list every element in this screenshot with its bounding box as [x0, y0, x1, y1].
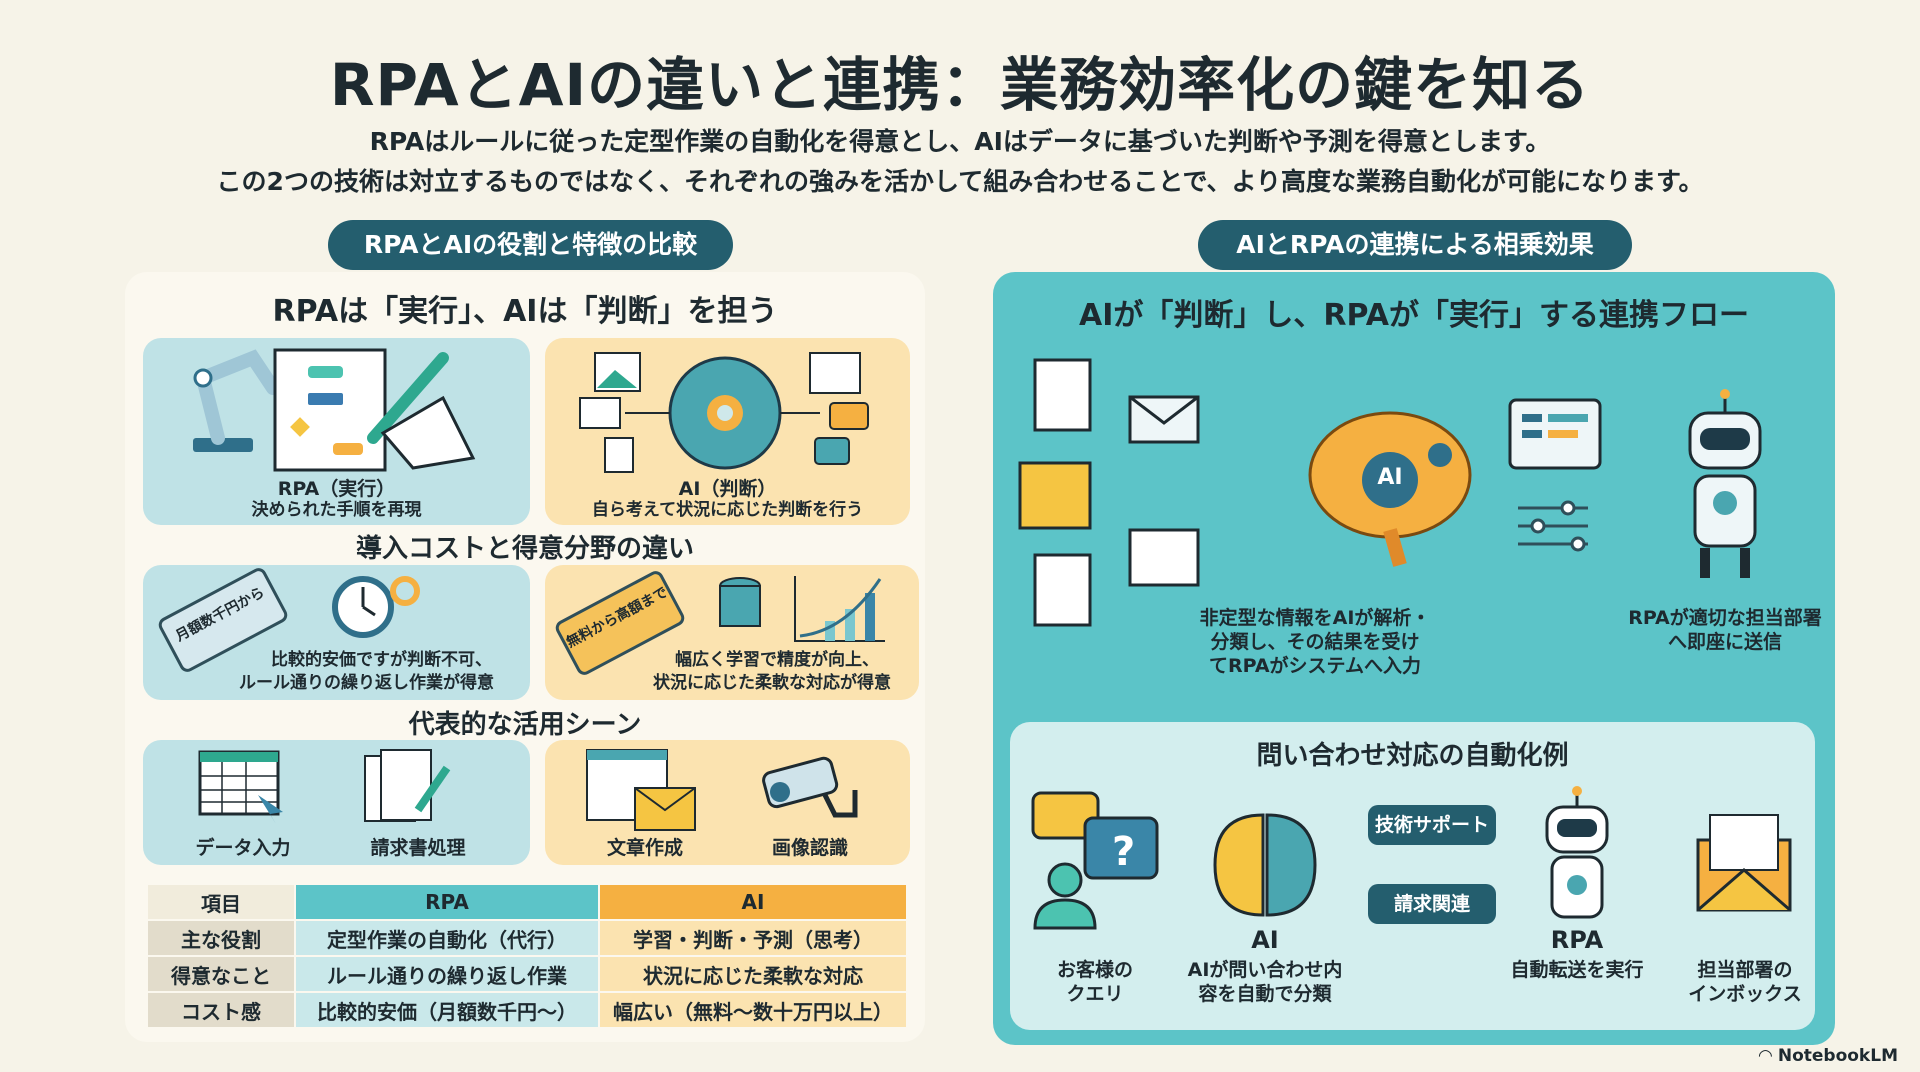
category-tag-tech-support: 技術サポート: [1368, 805, 1496, 845]
ai-scenes-card: 文章作成 画像認識: [545, 740, 910, 865]
inbox-envelope-icon: [1696, 814, 1792, 912]
ai-role-title: AI（判断）: [678, 478, 777, 500]
subtitle-line-2: この2つの技術は対立するものではなく、それぞれの強みを活かして組み合わせることで…: [216, 167, 1704, 196]
ai-role-card: AI（判断） 自ら考えて状況に応じた判断を行う: [545, 338, 910, 525]
page-title: RPAとAIの違いと連携：業務効率化の鍵を知る: [329, 51, 1591, 119]
brain-ai-label: AI: [1377, 465, 1403, 490]
table-cell: 学習・判断・予測（思考）: [600, 921, 906, 955]
split-brain-icon: [1213, 813, 1317, 917]
text-line: RPAが適切な担当部署: [1628, 607, 1822, 629]
table-header-ai: AI: [600, 885, 906, 919]
text-line: AIが問い合わせ内: [1187, 959, 1343, 981]
ai-cost-card: 無料から高額まで 幅広く学習で精度が向上、 状況に応じた柔軟な対応が得意: [545, 565, 919, 700]
rpa-cost-desc-1: 比較的安価ですが判断不可、: [271, 650, 492, 670]
ai-cost-desc-2: 状況に応じた柔軟な対応が得意: [653, 673, 891, 693]
cost-heading: 導入コストと得意分野の違い: [355, 534, 694, 564]
brand-text: NotebookLM: [1777, 1046, 1898, 1066]
left-section-pill: RPAとAIの役割と特徴の比較: [328, 220, 733, 270]
table-header-rpa: RPA: [296, 885, 598, 919]
security-camera-icon: [762, 756, 858, 818]
flow-rpa-description: RPAが適切な担当部署 へ即座に送信: [1600, 606, 1850, 654]
rpa-robot-icon: [1688, 389, 1762, 578]
text-line: 分類し、その結果を受け: [1210, 631, 1420, 653]
table-cell: 得意なこと: [148, 957, 294, 991]
rpa-scenes-card: データ入力 請求書処理: [143, 740, 530, 865]
flow-ai-description: 非定型な情報をAIが解析・ 分類し、その結果を受け てRPAがシステムへ入力: [1180, 606, 1450, 678]
table-cell: 状況に応じた柔軟な対応: [600, 957, 906, 991]
rpa-cost-card: 月額数千円から 比較的安価ですが判断不可、 ルール通りの繰り返し作業が得意: [143, 565, 530, 700]
svg-text:?: ?: [1112, 829, 1135, 875]
ai-step-desc: AIが問い合わせ内 容を自動で分類: [1175, 958, 1355, 1006]
notebooklm-brand: ◠ NotebookLM: [1759, 1046, 1898, 1066]
rpa-role-card: RPA（実行） 決められた手順を再現: [143, 338, 530, 525]
synergy-heading: AIが「判断」し、RPAが「実行」する連携フロー: [1079, 298, 1749, 333]
category-tag-billing: 請求関連: [1368, 884, 1496, 924]
text-line: 容を自動で分類: [1198, 983, 1332, 1005]
rpa-robot-small-icon: [1545, 786, 1609, 919]
table-cell: 主な役割: [148, 921, 294, 955]
spreadsheet-cursor-icon: [198, 750, 283, 824]
ai-cost-desc-1: 幅広く学習で精度が向上、: [675, 650, 879, 670]
scene-invoice: 請求書処理: [370, 837, 466, 859]
scene-data-entry: データ入力: [195, 837, 291, 859]
right-section-pill: AIとRPAの連携による相乗効果: [1198, 220, 1632, 270]
notebooklm-logo-icon: ◠: [1758, 1046, 1778, 1066]
rpa-role-title: RPA（実行）: [277, 478, 396, 500]
customer-chat-icon: ?: [1031, 791, 1159, 930]
text-line: お客様の: [1056, 959, 1133, 981]
invoice-pen-icon: [364, 749, 451, 822]
document-mail-icon: [586, 749, 696, 831]
table-row: コスト感 比較的安価（月額数千円〜） 幅広い（無料〜数十万円以上）: [148, 993, 906, 1027]
subtitle-line-1: RPAはルールに従った定型作業の自動化を得意とし、AIはデータに基づいた判断や予…: [369, 127, 1551, 156]
text-line: てRPAがシステムへ入力: [1209, 655, 1421, 677]
comparison-heading: RPAは「実行」、AIは「判断」を担う: [272, 294, 778, 329]
rpa-cost-desc-2: ルール通りの繰り返し作業が得意: [239, 673, 494, 693]
table-row: 得意なこと ルール通りの繰り返し作業 状況に応じた柔軟な対応: [148, 957, 906, 991]
comparison-table: 項目 RPA AI 主な役割 定型作業の自動化（代行） 学習・判断・予測（思考）…: [146, 883, 908, 1029]
table-cell: ルール通りの繰り返し作業: [296, 957, 598, 991]
table-cell: 定型作業の自動化（代行）: [296, 921, 598, 955]
inbox-label: 担当部署の インボックス: [1680, 958, 1810, 1006]
input-documents-icons: [1018, 358, 1200, 627]
text-line: へ即座に送信: [1667, 631, 1782, 653]
table-row: 主な役割 定型作業の自動化（代行） 学習・判断・予測（思考）: [148, 921, 906, 955]
inquiry-example-title: 問い合わせ対応の自動化例: [1256, 741, 1569, 771]
scene-writing: 文章作成: [606, 837, 683, 859]
database-growth-chart-icon: [719, 576, 885, 642]
robot-arm-flowchart-icon: [193, 348, 476, 472]
rpa-step-desc: 自動転送を実行: [1510, 959, 1644, 981]
stopwatch-gear-icon: [332, 576, 420, 638]
text-line: クエリ: [1066, 983, 1124, 1005]
text-line: インボックス: [1688, 983, 1802, 1005]
ai-step-title: AI: [1251, 926, 1279, 954]
customer-label: お客様の クエリ: [1040, 958, 1150, 1006]
scene-image-recognition: 画像認識: [771, 837, 848, 859]
ai-brain-network-icon: [579, 352, 869, 473]
table-header-item: 項目: [148, 885, 294, 919]
table-cell: コスト感: [148, 993, 294, 1027]
table-cell: 比較的安価（月額数千円〜）: [296, 993, 598, 1027]
text-line: 担当部署の: [1697, 959, 1793, 981]
table-cell: 幅広い（無料〜数十万円以上）: [600, 993, 906, 1027]
use-case-heading: 代表的な活用シーン: [408, 710, 642, 740]
rpa-role-desc: 決められた手順を再現: [251, 500, 422, 520]
text-line: 非定型な情報をAIが解析・: [1199, 607, 1431, 629]
rpa-step-title: RPA: [1550, 926, 1604, 954]
ai-role-desc: 自ら考えて状況に応じた判断を行う: [591, 500, 864, 520]
data-sliders-icon: [1508, 398, 1602, 552]
ai-brain-icon: [1308, 411, 1472, 567]
